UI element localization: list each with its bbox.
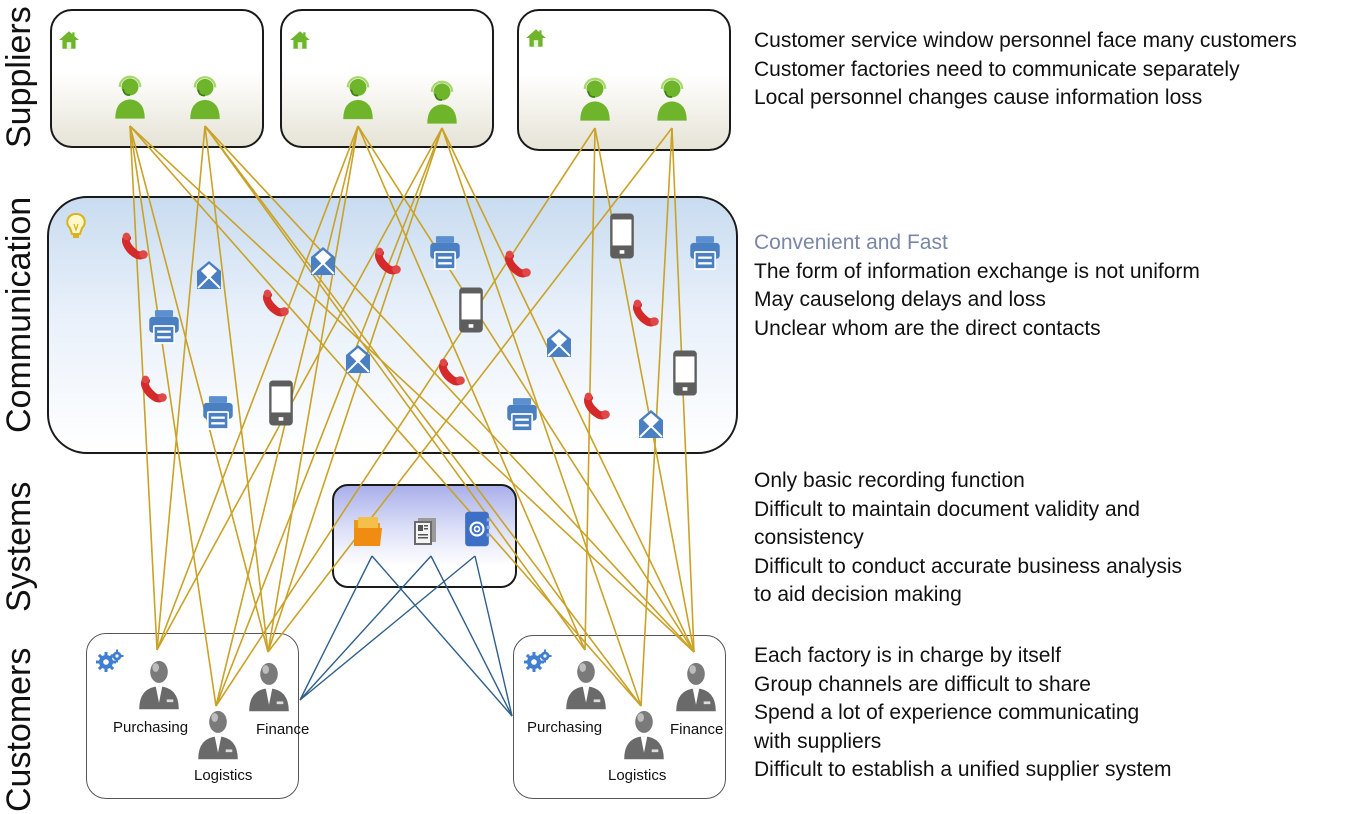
address-book-icon	[463, 508, 491, 550]
note-line: Unclear whom are the direct contacts	[754, 316, 1101, 340]
note-line: consistency	[754, 526, 864, 549]
headset-agent-icon	[578, 70, 612, 126]
note-line: Customer service window personnel face m…	[754, 29, 1297, 52]
row-label-systems: Systems	[0, 481, 38, 612]
envelope-icon	[637, 403, 665, 445]
purchasing-person-icon	[564, 656, 608, 712]
note-line: Difficult to establish a unified supplie…	[754, 758, 1172, 781]
printer-icon	[201, 390, 235, 434]
phone-icon	[630, 294, 662, 332]
envelope-icon	[545, 322, 573, 364]
phone-icon	[436, 353, 468, 391]
folder-icon	[352, 510, 384, 552]
purchasing-label: Purchasing	[113, 719, 189, 736]
supplier-box-3	[517, 9, 731, 151]
supplier-box-1	[50, 9, 264, 148]
finance-label: Finance	[670, 721, 724, 738]
note-line: Difficult to conduct accurate business a…	[754, 554, 1182, 578]
gear-icon	[523, 648, 553, 678]
notes-communication: Convenient and Fast The form of informat…	[754, 229, 1200, 343]
envelope-icon	[195, 255, 223, 295]
finance-person-icon	[247, 660, 291, 712]
house-icon	[58, 27, 80, 53]
mobile-phone-icon	[609, 211, 635, 261]
headset-agent-icon	[425, 74, 459, 128]
row-label-communication: Communication	[0, 196, 38, 433]
note-line: Local personnel changes cause informatio…	[754, 86, 1203, 109]
note-line: Each factory is in charge by itself	[754, 644, 1061, 667]
mobile-phone-icon	[268, 378, 294, 428]
note-line: May causelong delays and loss	[754, 288, 1046, 311]
note-line: Group channels are difficult to share	[754, 672, 1091, 696]
note-line: The form of information exchange is not …	[754, 259, 1200, 283]
supplier-box-2	[280, 9, 494, 148]
notes-systems: Only basic recording function Difficult …	[754, 467, 1182, 610]
mobile-phone-icon	[672, 348, 698, 398]
note-line: with suppliers	[754, 729, 882, 753]
printer-icon	[428, 230, 462, 274]
note-highlight: Convenient and Fast	[754, 231, 948, 254]
finance-label: Finance	[256, 721, 310, 738]
phone-icon	[260, 284, 292, 322]
row-label-customers: Customers	[0, 647, 38, 812]
logistics-person-icon	[196, 708, 240, 760]
headset-agent-icon	[655, 70, 689, 126]
headset-agent-icon	[341, 69, 375, 124]
house-icon	[525, 24, 547, 52]
lightbulb-icon	[66, 211, 86, 243]
purchasing-label: Purchasing	[527, 719, 603, 736]
note-line: Only basic recording function	[754, 469, 1025, 492]
note-line: Difficult to maintain document validity …	[754, 497, 1140, 521]
note-line: Spend a lot of experience communicating	[754, 701, 1140, 724]
logistics-label: Logistics	[194, 767, 253, 784]
printer-icon	[147, 304, 181, 348]
document-icon	[412, 514, 438, 548]
printer-icon	[688, 230, 722, 274]
envelope-icon	[344, 338, 372, 380]
phone-icon	[372, 242, 404, 280]
printer-icon	[505, 392, 539, 436]
notes-customers: Each factory is in charge by itself Grou…	[754, 642, 1171, 785]
row-label-suppliers: Suppliers	[0, 6, 38, 148]
note-line: Customer factories need to communicate s…	[754, 57, 1240, 81]
envelope-icon	[309, 240, 337, 282]
house-icon	[289, 27, 311, 53]
logistics-label: Logistics	[608, 767, 667, 784]
phone-icon	[581, 387, 613, 425]
finance-person-icon	[674, 660, 718, 712]
note-line: to aid decision making	[754, 583, 962, 606]
gear-icon	[95, 648, 125, 678]
phone-icon	[502, 245, 534, 283]
headset-agent-icon	[113, 68, 147, 124]
purchasing-person-icon	[137, 656, 181, 712]
logistics-person-icon	[622, 708, 666, 760]
headset-agent-icon	[188, 69, 222, 124]
phone-icon	[119, 228, 151, 264]
phone-icon	[138, 370, 170, 408]
mobile-phone-icon	[458, 285, 484, 335]
notes-suppliers: Customer service window personnel face m…	[754, 27, 1297, 113]
